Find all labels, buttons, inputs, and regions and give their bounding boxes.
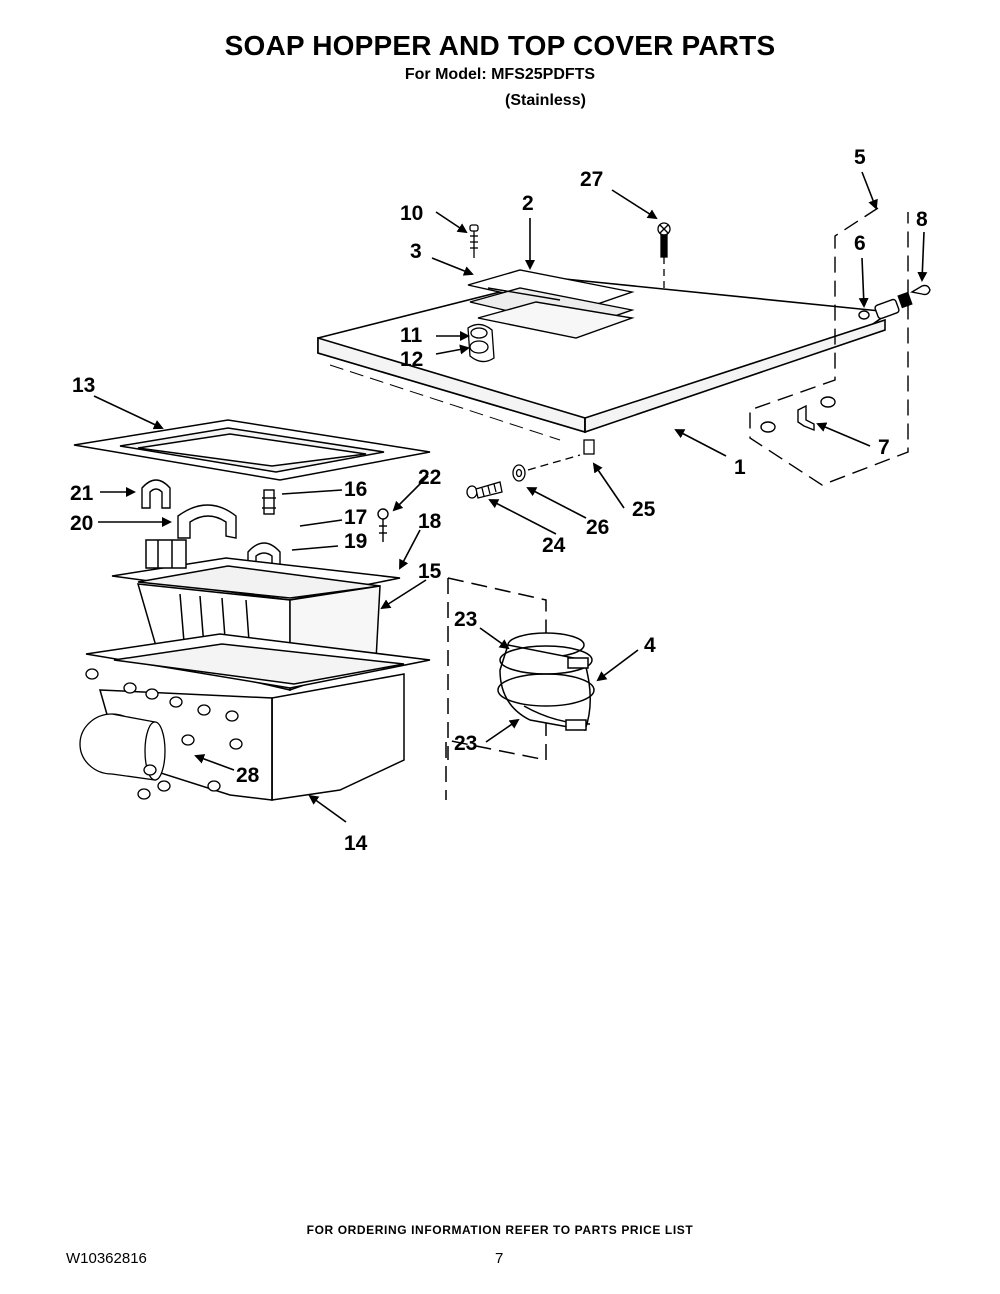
callout-10: 10: [400, 202, 423, 225]
rear-screw: [466, 439, 595, 499]
callout-14: 14: [344, 832, 368, 855]
model-line: For Model: MFS25PDFTS: [404, 66, 596, 83]
callout-3: 3: [410, 240, 422, 263]
callout-15: 15: [418, 560, 442, 583]
callout-11: 11: [400, 324, 423, 347]
callout-19: 19: [344, 530, 367, 553]
callout-21: 21: [70, 482, 94, 505]
hinge-hardware: [467, 222, 671, 363]
callout-8: 8: [916, 208, 928, 231]
callout-22: 22: [418, 466, 441, 489]
hopper-gasket: [73, 419, 431, 481]
callout-12: 12: [400, 348, 423, 371]
callout-23-bottom: 23: [454, 732, 477, 755]
callout-28: 28: [236, 764, 260, 787]
callout-18: 18: [418, 510, 442, 533]
callout-13: 13: [72, 374, 95, 397]
model-variant: (Stainless): [505, 92, 586, 109]
lid-lock-assembly: [749, 207, 931, 486]
callout-27: 27: [580, 168, 603, 191]
inlet-bellows: [445, 577, 595, 800]
page-number: 7: [495, 1250, 504, 1267]
callout-4: 4: [644, 634, 656, 657]
callout-5: 5: [854, 146, 866, 169]
callout-6: 6: [854, 232, 866, 255]
callout-16: 16: [344, 478, 367, 501]
callout-7: 7: [878, 436, 890, 459]
callout-23-top: 23: [454, 608, 477, 631]
hopper-nozzles: [79, 668, 243, 800]
ordering-note: FOR ORDERING INFORMATION REFER TO PARTS …: [306, 1223, 694, 1237]
callout-labels: 1 2 3 4 5 6 7 8 10 11 12 13 14 15 16 17 …: [70, 146, 928, 855]
callout-1: 1: [734, 456, 746, 479]
page-title: SOAP HOPPER AND TOP COVER PARTS: [224, 30, 776, 61]
document-number: W10362816: [66, 1250, 147, 1267]
callout-2: 2: [522, 192, 534, 215]
callout-26: 26: [586, 516, 609, 539]
hinge-plate: [467, 269, 635, 339]
callout-24: 24: [542, 534, 566, 557]
callout-17: 17: [344, 506, 367, 529]
leader-arrows: [93, 171, 928, 823]
callout-20: 20: [70, 512, 93, 535]
top-cover: [317, 277, 893, 441]
callout-25: 25: [632, 498, 656, 521]
